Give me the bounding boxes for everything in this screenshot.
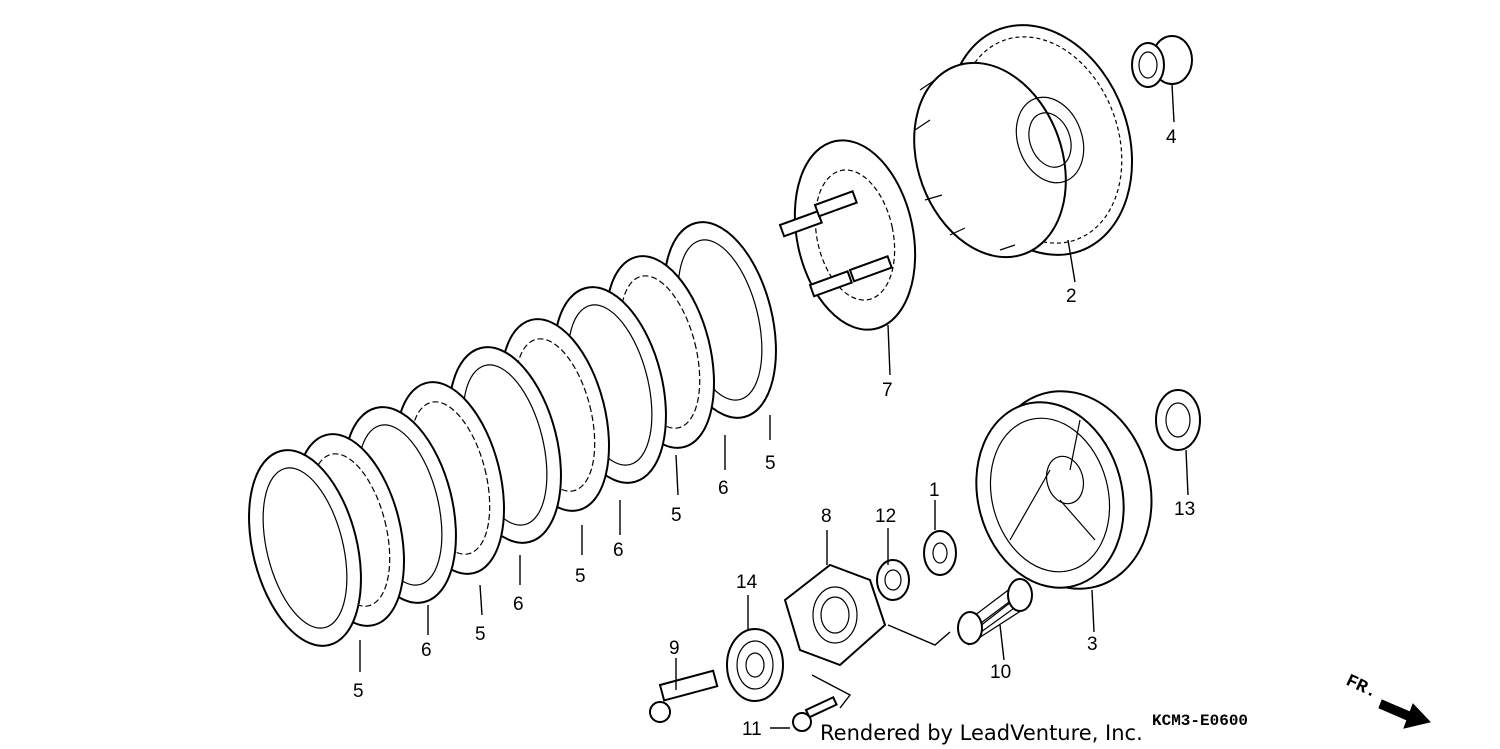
callout-11: 11: [742, 719, 762, 740]
callout-10: 10: [990, 662, 1011, 683]
callout-12: 12: [875, 506, 896, 527]
callout-13: 13: [1174, 499, 1195, 520]
bolt: [792, 695, 838, 732]
callout-5-c: 5: [575, 566, 586, 587]
callout-5-a: 5: [765, 453, 776, 474]
callout-3: 3: [1087, 634, 1098, 655]
lifter-rod: [649, 669, 719, 723]
callout-6-b: 6: [613, 540, 624, 561]
leader-lines: [359, 84, 1189, 729]
callout-6-d: 6: [421, 640, 432, 661]
lifter-plate: [783, 563, 887, 667]
clutch-outer-housing: [913, 24, 1134, 259]
front-arrow-icon: [1378, 699, 1431, 729]
front-label: FR.: [1342, 671, 1380, 703]
render-credit: Rendered by LeadVenture, Inc.: [820, 721, 1143, 745]
callout-8: 8: [821, 506, 832, 527]
lock-washer: [1155, 389, 1201, 451]
pressure-plate: [778, 139, 917, 331]
callout-1: 1: [929, 480, 940, 501]
callout-7: 7: [882, 380, 893, 401]
callout-2: 2: [1066, 286, 1077, 307]
callout-5-e: 5: [353, 681, 364, 702]
callout-6-c: 6: [513, 594, 524, 615]
callout-14: 14: [736, 572, 758, 593]
clutch-center: [975, 390, 1153, 590]
callout-9: 9: [669, 638, 680, 659]
clutch-spring: [957, 578, 1033, 646]
callout-6-a: 6: [718, 478, 729, 499]
callout-5-b: 5: [671, 505, 682, 526]
front-direction-indicator: FR.: [1342, 671, 1431, 729]
lock-nut: [876, 559, 910, 601]
callout-4: 4: [1166, 127, 1177, 148]
bearing: [726, 628, 784, 702]
clutch-disc-stack: [248, 221, 777, 647]
washer: [923, 530, 957, 576]
collar: [1131, 35, 1193, 88]
callout-5-d: 5: [475, 624, 486, 645]
diagram-code: KCM3-E0600: [1152, 712, 1248, 730]
